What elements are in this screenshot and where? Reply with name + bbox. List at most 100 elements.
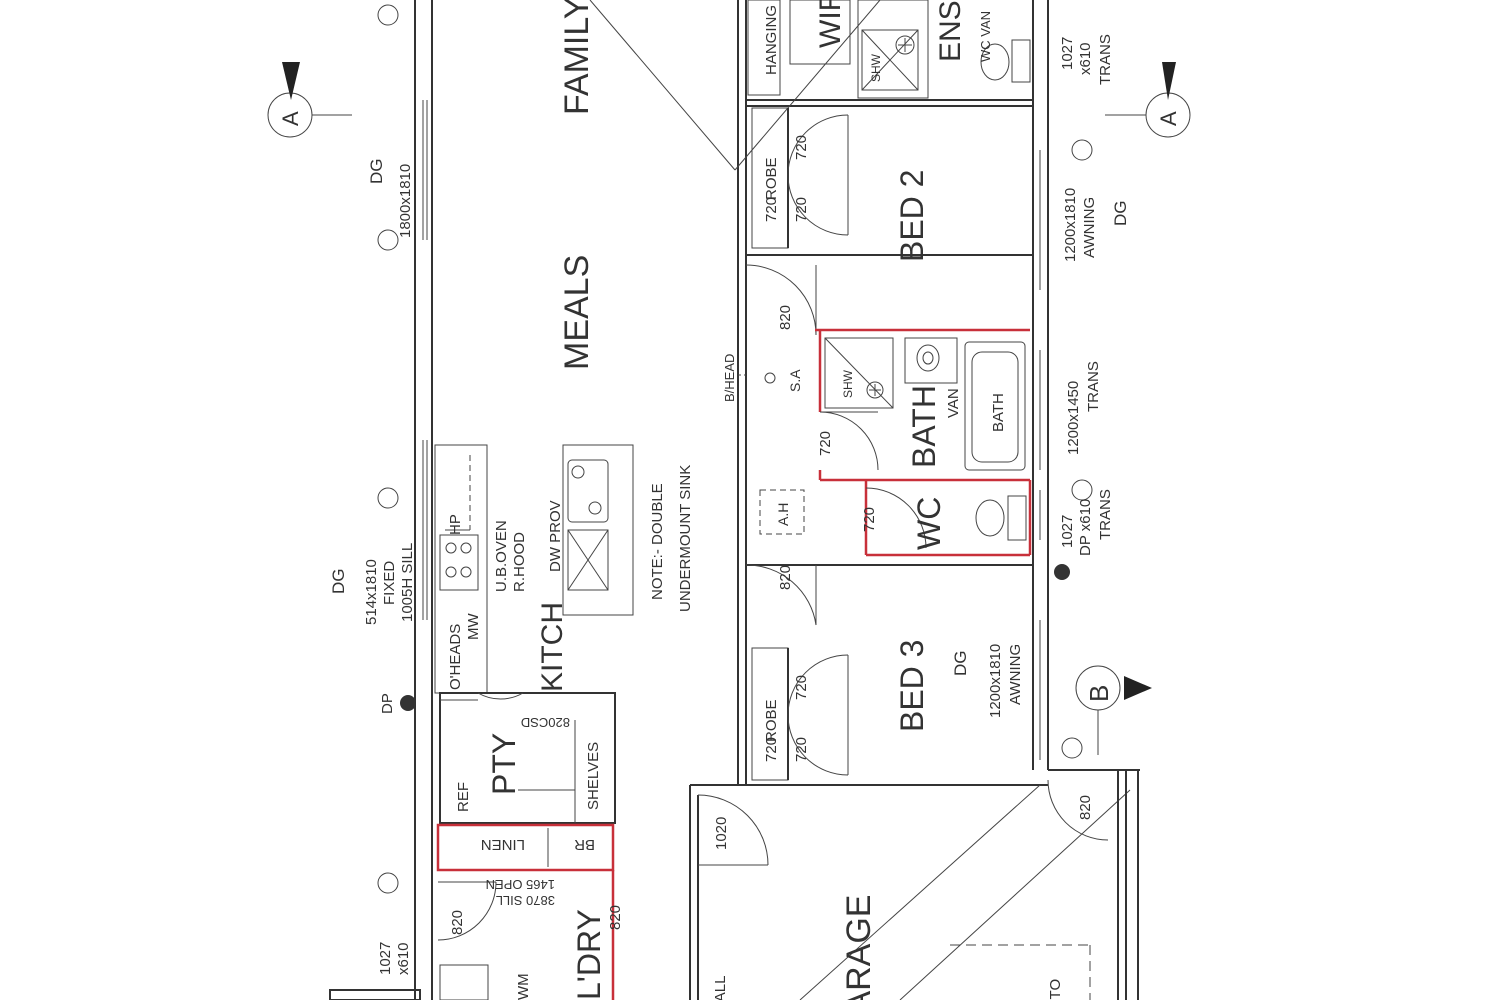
door-bed2-robe-top: 720 bbox=[793, 135, 810, 160]
window-ens-type: TRANS bbox=[1097, 34, 1114, 85]
window-bed2-type: AWNING bbox=[1081, 197, 1098, 258]
bed2-walls bbox=[745, 107, 1033, 336]
label-ref: REF bbox=[455, 782, 472, 812]
window-ldry-size2: x610 bbox=[395, 942, 412, 975]
window-top-left-type: DG bbox=[367, 159, 386, 185]
family-diagonal bbox=[589, 0, 736, 171]
door-garage-right: 820 bbox=[1077, 795, 1094, 820]
left-exterior-wall bbox=[414, 0, 433, 1000]
section-b-label: B bbox=[1084, 685, 1114, 702]
window-wc-type: TRANS bbox=[1097, 489, 1114, 540]
section-marker-a-left bbox=[267, 62, 352, 138]
window-kitch-dg: DG bbox=[329, 569, 348, 595]
section-marker-b bbox=[1075, 665, 1152, 755]
door-labels: 720 720 720 820 720 720 820 720 720 720 … bbox=[449, 135, 1094, 935]
bath-wc-walls bbox=[815, 328, 1032, 557]
room-bed3: BED 3 bbox=[894, 640, 930, 732]
wir-ensuite-block bbox=[737, 0, 1033, 107]
room-kitchen: KITCH bbox=[536, 602, 569, 692]
door-bed2: 820 bbox=[777, 305, 794, 330]
label-open-1: 1465 OPEN bbox=[486, 877, 555, 892]
room-ensuite: ENS bbox=[934, 0, 967, 62]
section-a-right-label: A bbox=[1156, 111, 1181, 126]
label-csd: 820CSD bbox=[521, 715, 570, 730]
label-shelves: SHELVES bbox=[585, 742, 602, 810]
marker-labels: DP A A B bbox=[278, 111, 1181, 714]
door-wc: 720 bbox=[861, 507, 878, 532]
label-ub-oven: U.B.OVEN bbox=[493, 520, 510, 592]
window-markers bbox=[377, 4, 1093, 894]
door-bed2-robe-bot: 720 bbox=[793, 197, 810, 222]
door-bed3-robe-top: 720 bbox=[793, 675, 810, 700]
door-bed3-robe-bot: 720 bbox=[793, 737, 810, 762]
room-laundry: L'DRY bbox=[571, 909, 607, 1000]
garage-walls bbox=[689, 769, 1140, 1000]
label-r-hood: R.HOOD bbox=[511, 532, 528, 592]
label-shw-bath: SHW bbox=[841, 369, 855, 398]
room-family: FAMILY bbox=[558, 0, 596, 115]
label-wc-van: WC VAN bbox=[978, 11, 993, 62]
label-hp: HP bbox=[447, 514, 464, 535]
window-kitch-type: FIXED bbox=[381, 561, 398, 605]
right-exterior-wall bbox=[1032, 0, 1049, 770]
label-hanging: HANGING bbox=[763, 5, 780, 75]
label-bath-tub: BATH bbox=[990, 393, 1007, 432]
window-kitch-sill: 1005H SILL bbox=[399, 543, 416, 622]
window-top-left-size: 1800x1810 bbox=[397, 164, 414, 238]
label-mw: MW bbox=[465, 613, 482, 640]
window-kitch-size: 514x1810 bbox=[363, 559, 380, 625]
door-bed3: 820 bbox=[777, 565, 794, 590]
window-bath-type: TRANS bbox=[1085, 361, 1102, 412]
room-wir: WIR bbox=[814, 0, 847, 48]
downpipe-label: DP bbox=[379, 693, 396, 714]
label-van: VAN bbox=[945, 388, 962, 418]
room-meals: MEALS bbox=[558, 255, 596, 370]
label-ah: A.H bbox=[775, 503, 791, 526]
label-dw-prov: DW PROV bbox=[547, 500, 564, 572]
window-ens-size2: x610 bbox=[1077, 42, 1094, 75]
bed3-walls bbox=[690, 564, 1048, 786]
door-ldry2: 820 bbox=[607, 905, 624, 930]
label-bhead: B/HEAD bbox=[722, 354, 737, 402]
label-robe-bed2: ROBE bbox=[763, 157, 780, 200]
label-open-2: 3870 SILL bbox=[496, 893, 555, 908]
room-bath: BATH bbox=[906, 385, 942, 468]
label-o-heads: O'HEADS bbox=[447, 624, 464, 690]
label-wm: WM bbox=[515, 973, 532, 1000]
room-bed2: BED 2 bbox=[894, 170, 930, 262]
door-robe2-left: 720 bbox=[763, 197, 780, 222]
family-diagonal-2 bbox=[734, 0, 881, 171]
window-bed2-size: 1200x1810 bbox=[1062, 188, 1079, 262]
window-ens-size: 1027 bbox=[1059, 37, 1076, 70]
label-br: BR bbox=[574, 836, 595, 853]
window-bath-size: 1200x1450 bbox=[1065, 381, 1082, 455]
downpipe-icon bbox=[400, 695, 416, 711]
door-bath: 720 bbox=[817, 431, 834, 456]
door-garage: 1020 bbox=[713, 817, 730, 850]
window-ldry-size: 1027 bbox=[377, 942, 394, 975]
room-labels: FAMILY MEALS KITCH PTY L'DRY BED 2 BED 3… bbox=[486, 0, 967, 1000]
room-wc: WC bbox=[911, 497, 947, 550]
door-ldry: 820 bbox=[449, 910, 466, 935]
room-pantry: PTY bbox=[486, 733, 522, 795]
window-bed3-dg: DG bbox=[951, 651, 970, 677]
label-shw-ens: SHW bbox=[869, 53, 883, 82]
window-wc-size: 1027 bbox=[1059, 515, 1076, 548]
section-marker-a-right bbox=[1105, 62, 1191, 138]
section-a-left-label: A bbox=[278, 111, 303, 126]
label-linen: LINEN bbox=[481, 836, 525, 853]
label-sa: S.A bbox=[787, 369, 803, 392]
window-labels: 1800x1810 DG 514x1810 FIXED 1005H SILL D… bbox=[329, 34, 1130, 975]
window-bed3-type: AWNING bbox=[1007, 644, 1024, 705]
window-bed3-size: 1200x1810 bbox=[987, 644, 1004, 718]
label-note-2: UNDERMOUNT SINK bbox=[677, 465, 694, 612]
fixture-labels: HANGING ROBE ROBE LINEN BR REF SHELVES W… bbox=[447, 5, 1064, 1000]
window-bed2-dg: DG bbox=[1111, 201, 1130, 227]
label-work-to: WORK TO bbox=[1047, 979, 1064, 1000]
label-ter-wall: TER WALL bbox=[712, 976, 729, 1000]
kitchen-block bbox=[329, 444, 634, 1000]
door-robe3-left: 720 bbox=[763, 737, 780, 762]
downpipe-icon bbox=[1054, 564, 1070, 580]
room-garage: GARAGE bbox=[840, 895, 878, 1000]
label-robe-bed3: ROBE bbox=[763, 699, 780, 742]
